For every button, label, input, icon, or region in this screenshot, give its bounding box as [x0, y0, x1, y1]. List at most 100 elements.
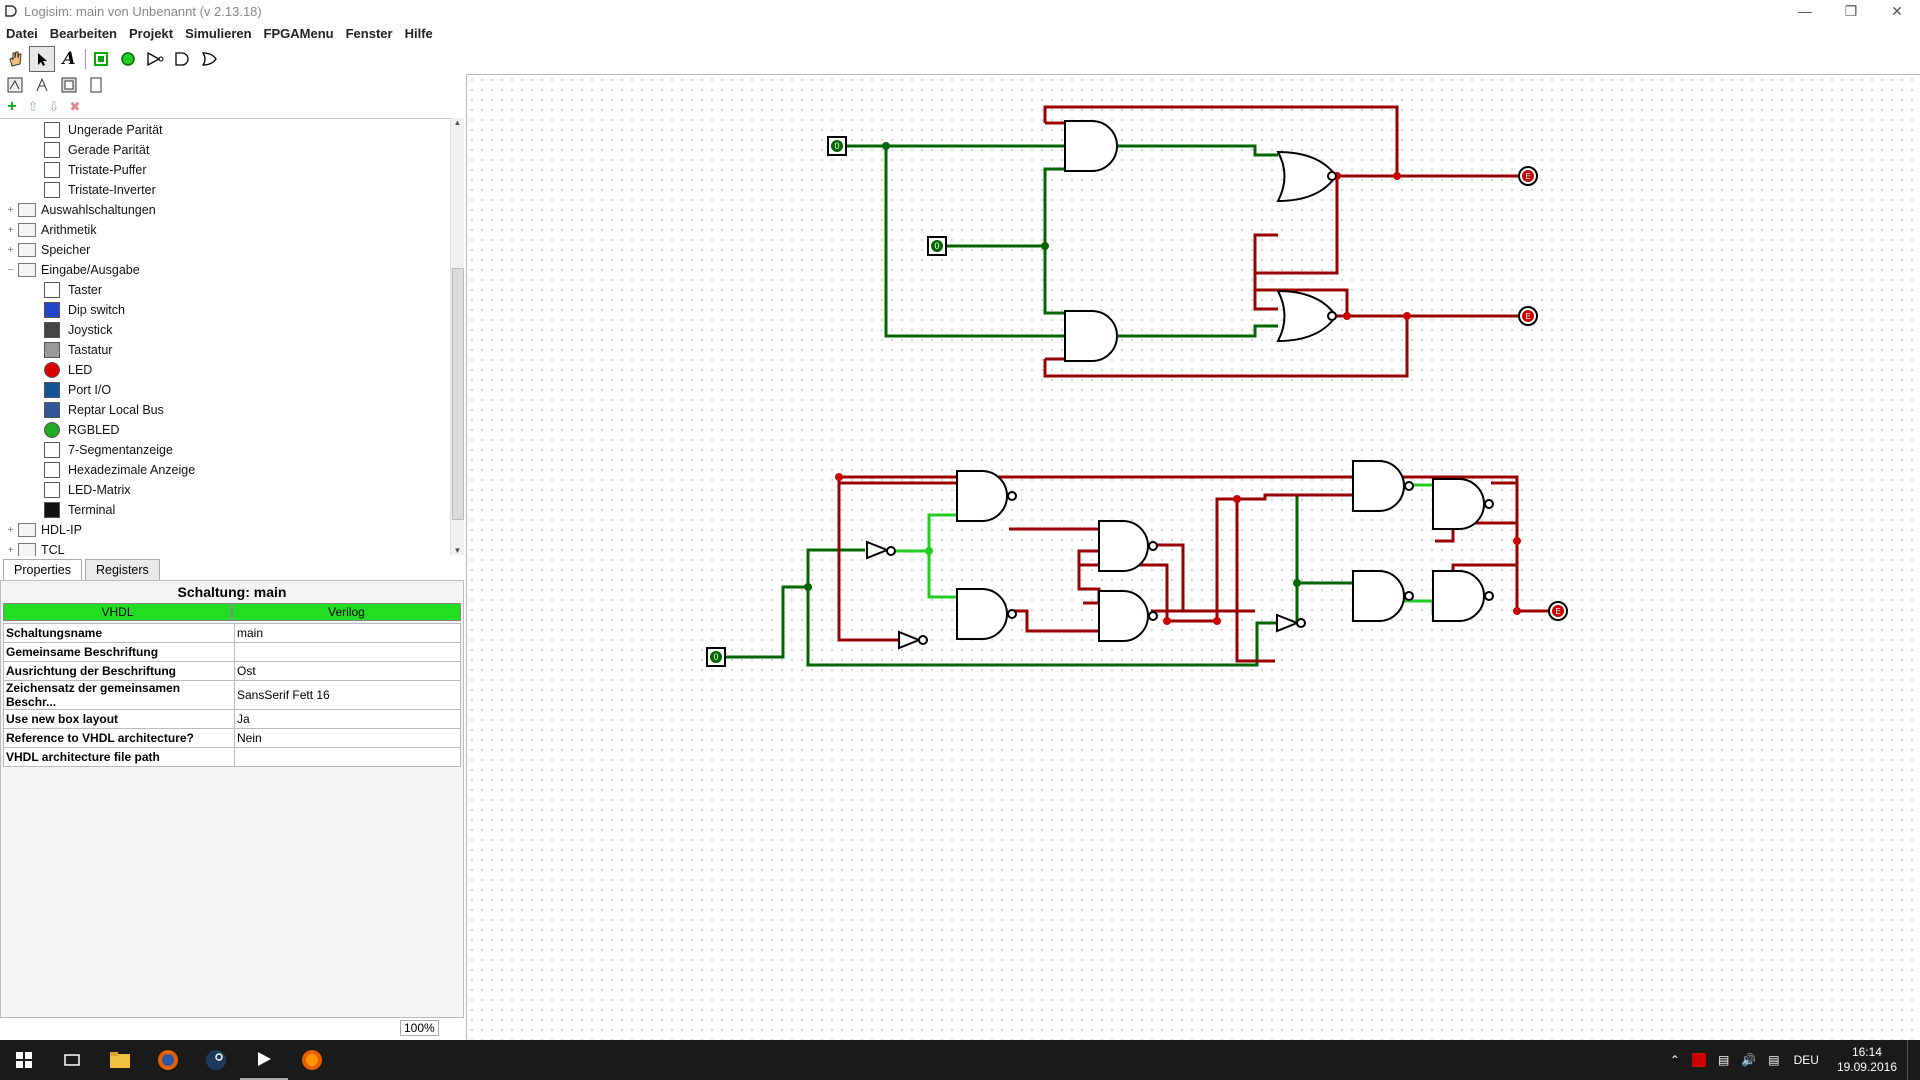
property-value[interactable] [234, 747, 461, 767]
system-tray: ⌃ ▤ 🔊 ▤ DEU 16:14 19.09.2016 [1664, 1040, 1912, 1080]
verilog-button[interactable]: Verilog [232, 603, 461, 621]
steam-icon[interactable] [192, 1040, 240, 1080]
firefox-browser-icon-2[interactable] [288, 1040, 336, 1080]
tree-item[interactable]: RGBLED [44, 421, 119, 439]
notification-icon[interactable]: ▤ [1768, 1053, 1780, 1067]
expand-icon[interactable]: + [7, 204, 14, 216]
edit-circuit-layout-icon[interactable] [57, 73, 81, 97]
expand-icon[interactable]: + [7, 544, 14, 556]
property-value[interactable]: SansSerif Fett 16 [234, 680, 461, 710]
menu-projekt[interactable]: Projekt [129, 25, 174, 41]
input-language[interactable]: DEU [1793, 1053, 1819, 1067]
menu-fenster[interactable]: Fenster [345, 25, 393, 41]
property-value[interactable]: Nein [234, 728, 461, 748]
property-value[interactable]: Ost [234, 661, 461, 681]
tree-item[interactable]: Reptar Local Bus [44, 401, 164, 419]
property-value[interactable] [234, 642, 461, 662]
tree-item[interactable]: LED-Matrix [44, 481, 131, 499]
tree-item-label: Joystick [68, 323, 113, 337]
tree-item[interactable]: +Auswahlschaltungen [6, 201, 156, 219]
show-toolbox-icon[interactable] [3, 73, 27, 97]
tree-item[interactable]: + Speicher [6, 241, 90, 259]
property-key: VHDL architecture file path [3, 747, 235, 767]
folder-icon [18, 543, 36, 556]
menu-simulieren[interactable]: Simulieren [185, 25, 252, 41]
clock[interactable]: 16:14 19.09.2016 [1837, 1045, 1897, 1075]
tree-item[interactable]: +TCL [6, 541, 65, 556]
tree-item[interactable]: +Arithmetik [6, 221, 97, 239]
poke-tool-hand-icon[interactable] [3, 47, 27, 71]
volume-speaker-icon[interactable]: 🔊 [1741, 1053, 1757, 1067]
tree-item[interactable]: Taster [44, 281, 102, 299]
select-tool-arrow-icon[interactable] [29, 46, 55, 72]
tree-item[interactable]: Dip switch [44, 301, 125, 319]
show-simulation-tree-icon[interactable] [30, 73, 54, 97]
and-gate-tool-icon[interactable] [170, 47, 194, 71]
tree-item[interactable]: Tastatur [44, 341, 112, 359]
start-windows-icon[interactable] [0, 1040, 48, 1080]
tree-item-label: Terminal [68, 503, 116, 517]
add-circuit-plus-icon[interactable]: + [7, 98, 17, 115]
tree-item[interactable]: Port I/O [44, 381, 111, 399]
tree-item[interactable]: Terminal [44, 501, 115, 519]
properties-title: Schaltung: main [177, 584, 287, 600]
tree-item[interactable]: + HDL-IP [6, 521, 82, 539]
tree-item[interactable]: LED [44, 361, 92, 379]
collapse-icon[interactable]: − [7, 264, 14, 276]
menu-bearbeiten[interactable]: Bearbeiten [49, 25, 117, 41]
tree-item[interactable]: Tristate-Puffer [44, 161, 147, 179]
tab-properties[interactable]: Properties [3, 559, 82, 580]
property-value[interactable]: Ja [234, 709, 461, 729]
output-pins [1407, 166, 1568, 621]
menu-hilfe[interactable]: Hilfe [404, 25, 433, 41]
edit-circuit-appearance-icon[interactable] [84, 73, 108, 97]
property-value[interactable]: main [234, 623, 461, 643]
input-pin-tool-icon[interactable] [89, 47, 113, 71]
show-desktop-button[interactable] [1907, 1040, 1912, 1080]
tray-expand-chevron-up-icon[interactable]: ⌃ [1669, 1053, 1680, 1067]
tree-item-label: Speicher [41, 243, 91, 257]
output-pin-tool-icon[interactable] [116, 47, 140, 71]
zoom-level[interactable]: 100% [400, 1020, 439, 1036]
file-explorer-folder-icon[interactable] [96, 1040, 144, 1080]
window-title: Logisim: main von Unbenannt (v 2.13.18) [24, 3, 262, 19]
firefox-browser-icon[interactable] [144, 1040, 192, 1080]
close-button[interactable]: ✕ [1891, 2, 1903, 19]
scroll-down-arrow-icon[interactable]: ▼ [453, 546, 462, 555]
out-value-3: E [1555, 607, 1560, 616]
minimize-button[interactable]: — [1798, 3, 1812, 19]
tree-item[interactable]: Joystick [44, 321, 112, 339]
circuit-canvas[interactable]: 0 0 0 E E E [466, 74, 1920, 1041]
logisim-taskbar-icon[interactable] [240, 1040, 288, 1080]
or-gate-tool-icon[interactable] [197, 47, 221, 71]
component-icon [44, 162, 60, 178]
expand-icon[interactable]: + [7, 524, 14, 536]
menu-datei[interactable]: Datei [6, 25, 38, 41]
scroll-up-arrow-icon[interactable]: ▲ [453, 118, 462, 127]
menu-fpgamenu[interactable]: FPGAMenu [263, 25, 334, 41]
tree-item[interactable]: Hexadezimale Anzeige [44, 461, 195, 479]
tree-item-label: HDL-IP [41, 523, 82, 537]
tree-scrollbar[interactable]: ▲ ▼ [450, 118, 464, 555]
network-icon[interactable]: ▤ [1717, 1053, 1730, 1067]
task-view-icon[interactable] [48, 1040, 96, 1080]
move-up-arrow-icon[interactable]: ⇧ [27, 99, 39, 114]
scroll-thumb[interactable] [452, 268, 464, 520]
wires-active-top [846, 144, 1278, 338]
tree-item[interactable]: Tristate-Inverter [44, 181, 156, 199]
tree-item[interactable]: Gerade Parität [44, 141, 149, 159]
tree-item[interactable]: 7-Segmentanzeige [44, 441, 173, 459]
move-down-arrow-icon[interactable]: ⇩ [48, 99, 60, 114]
not-gate-tool-icon[interactable] [143, 47, 167, 71]
restore-button[interactable]: ❐ [1844, 2, 1858, 19]
expand-icon[interactable]: + [7, 224, 14, 236]
delete-circuit-x-icon[interactable]: ✖ [69, 99, 81, 114]
expand-icon[interactable]: + [7, 244, 14, 256]
antivirus-icon[interactable] [1691, 1053, 1706, 1067]
tree-item[interactable]: −Eingabe/Ausgabe [6, 261, 140, 279]
tab-registers[interactable]: Registers [84, 559, 160, 580]
text-tool-icon[interactable]: A [62, 49, 76, 69]
tree-item[interactable]: Ungerade Parität [44, 121, 163, 139]
vhdl-button[interactable]: VHDL [3, 603, 232, 621]
tree-item-label: LED-Matrix [68, 483, 131, 497]
